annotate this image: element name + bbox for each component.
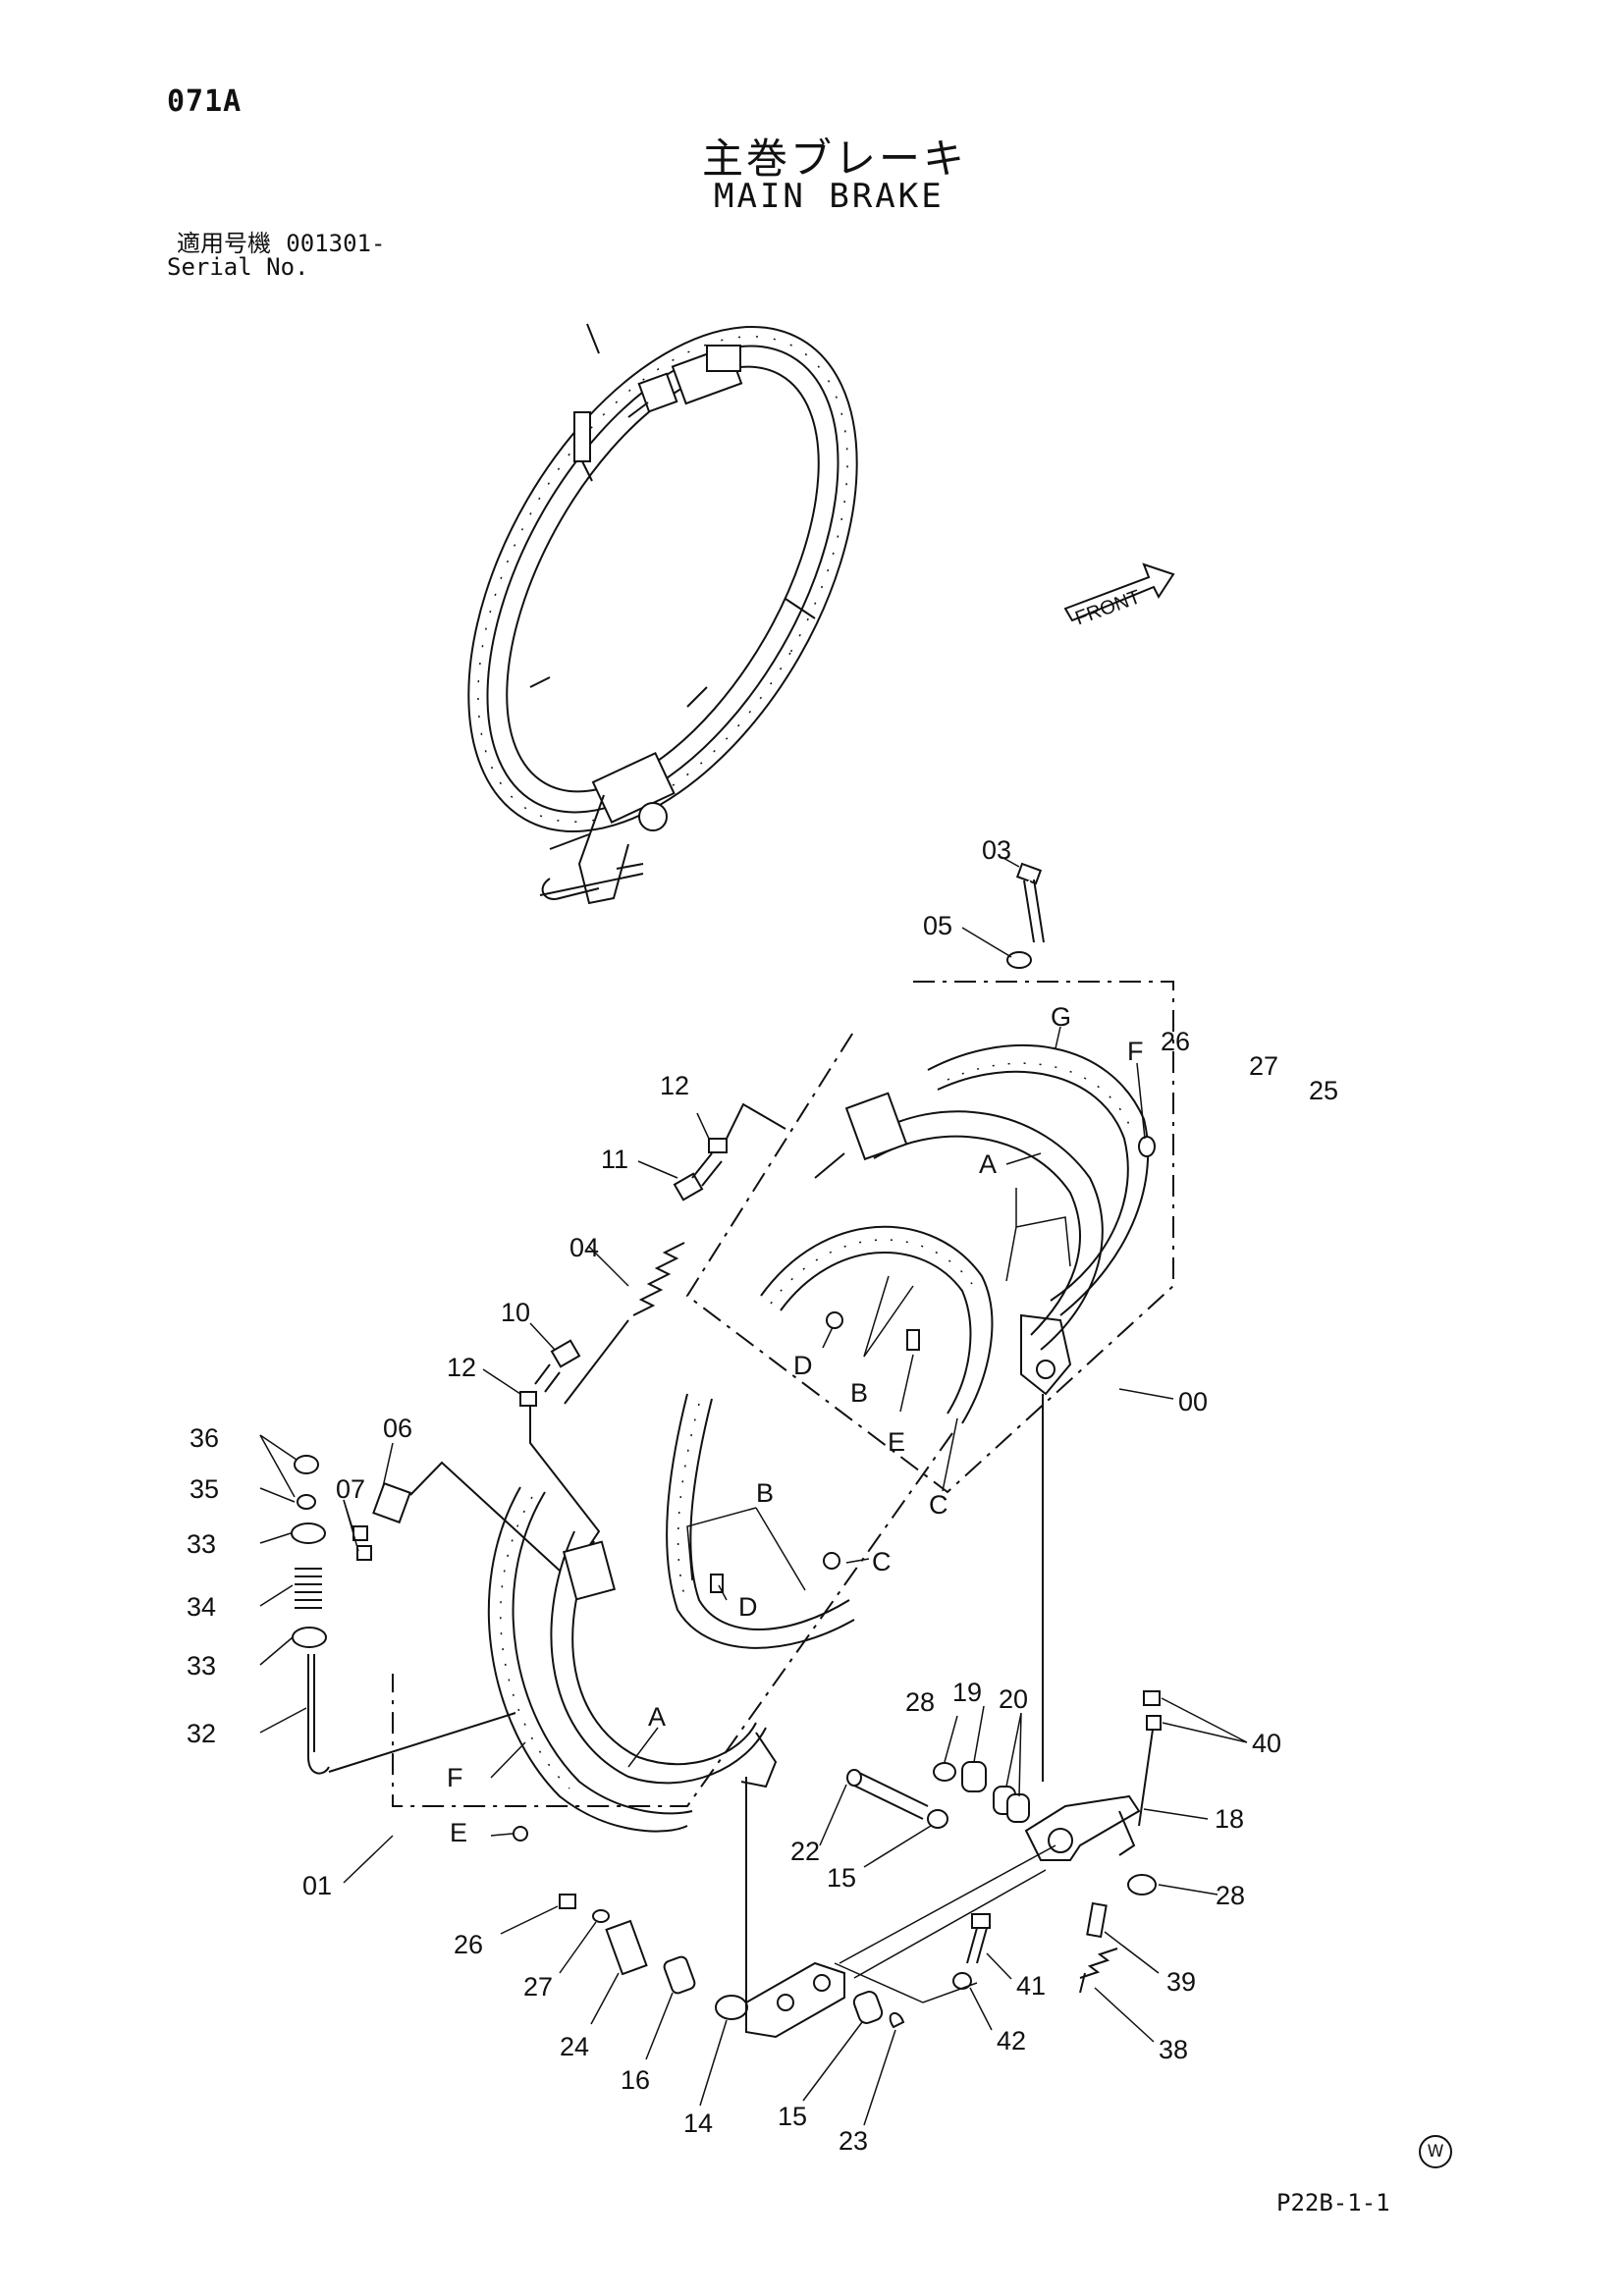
callout-27-upper: 27 xyxy=(1249,1051,1278,1081)
callout-letter-e-lower: E xyxy=(450,1818,467,1847)
serial-number-value: 001301- xyxy=(286,230,386,257)
callout-28-lower: 28 xyxy=(1216,1881,1245,1910)
serial-label-japanese: 適用号機 001301- xyxy=(177,224,385,258)
title-english: MAIN BRAKE xyxy=(714,177,945,216)
callout-12-lower: 12 xyxy=(447,1353,476,1382)
page-code: 071A xyxy=(167,84,243,119)
bottom-linkage xyxy=(559,1690,1162,2039)
lower-band-assembly xyxy=(328,1393,953,2012)
callout-33-upper: 33 xyxy=(187,1529,216,1559)
callout-03: 03 xyxy=(982,835,1011,865)
callout-27-lower: 27 xyxy=(523,1972,553,2002)
upper-band-assembly xyxy=(685,862,1174,1782)
callout-12-upper: 12 xyxy=(660,1071,689,1100)
callout-letter-e-upper: E xyxy=(888,1427,905,1457)
callout-41: 41 xyxy=(1016,1971,1046,2001)
callout-34: 34 xyxy=(187,1592,216,1622)
adjuster-stack xyxy=(291,1455,561,1775)
callout-16: 16 xyxy=(621,2065,650,2095)
leader-lines xyxy=(259,856,1248,2126)
callout-letter-d-upper: D xyxy=(793,1351,813,1380)
callout-15-lower: 15 xyxy=(778,2102,807,2131)
title-japanese: 主巻ブレーキ xyxy=(702,134,968,183)
serial-label-english: Serial No. xyxy=(167,253,309,281)
callout-39: 39 xyxy=(1166,1967,1196,1997)
w-circle-mark: W xyxy=(1419,2135,1452,2168)
callout-04: 04 xyxy=(569,1233,599,1262)
callout-36: 36 xyxy=(189,1423,219,1453)
assembled-brake-band xyxy=(467,323,858,905)
callout-07: 07 xyxy=(336,1474,365,1504)
callout-40: 40 xyxy=(1252,1729,1281,1758)
callout-32: 32 xyxy=(187,1719,216,1748)
callout-25: 25 xyxy=(1309,1076,1338,1105)
callout-14: 14 xyxy=(683,2109,713,2138)
callout-letter-c-lower: C xyxy=(872,1547,892,1576)
callout-10: 10 xyxy=(501,1298,530,1327)
callout-33-lower: 33 xyxy=(187,1651,216,1681)
front-direction-arrow: FRONT xyxy=(1063,562,1175,629)
callout-42: 42 xyxy=(997,2026,1026,2056)
callout-24: 24 xyxy=(560,2032,589,2061)
callout-38: 38 xyxy=(1159,2035,1188,2064)
callout-06: 06 xyxy=(383,1414,412,1443)
callout-letter-b-upper: B xyxy=(850,1378,868,1408)
callout-letter-a-lower: A xyxy=(648,1702,666,1732)
callout-letter-d-lower: D xyxy=(738,1592,758,1622)
callout-35: 35 xyxy=(189,1474,219,1504)
callout-22: 22 xyxy=(790,1837,820,1866)
callout-01: 01 xyxy=(302,1871,332,1900)
callout-letter-b-lower: B xyxy=(756,1478,774,1508)
callout-28-upper: 28 xyxy=(905,1687,935,1717)
callout-letter-f-lower: F xyxy=(447,1763,463,1792)
callout-00: 00 xyxy=(1178,1387,1208,1416)
spring-and-bolts xyxy=(519,1102,786,1562)
callout-11: 11 xyxy=(601,1145,628,1174)
callout-26-lower: 26 xyxy=(454,1930,483,1959)
callout-letter-f-upper: F xyxy=(1127,1037,1144,1066)
callout-labels: 03 05 12 11 04 10 12 36 06 35 07 33 34 3… xyxy=(187,835,1338,2156)
callout-letter-g: G xyxy=(1051,1002,1071,1032)
callout-letter-c-upper: C xyxy=(929,1490,948,1520)
callout-18: 18 xyxy=(1215,1804,1244,1834)
callout-15-upper: 15 xyxy=(827,1863,856,1893)
callout-20: 20 xyxy=(999,1684,1028,1714)
serial-label-jp-text: 適用号機 xyxy=(177,230,271,257)
callout-letter-a-upper: A xyxy=(979,1149,997,1179)
callout-26-upper: 26 xyxy=(1161,1027,1190,1056)
callout-23: 23 xyxy=(839,2126,868,2156)
figure-code: P22B-1-1 xyxy=(1276,2189,1390,2216)
callout-19: 19 xyxy=(952,1678,982,1707)
callout-05: 05 xyxy=(923,911,952,940)
